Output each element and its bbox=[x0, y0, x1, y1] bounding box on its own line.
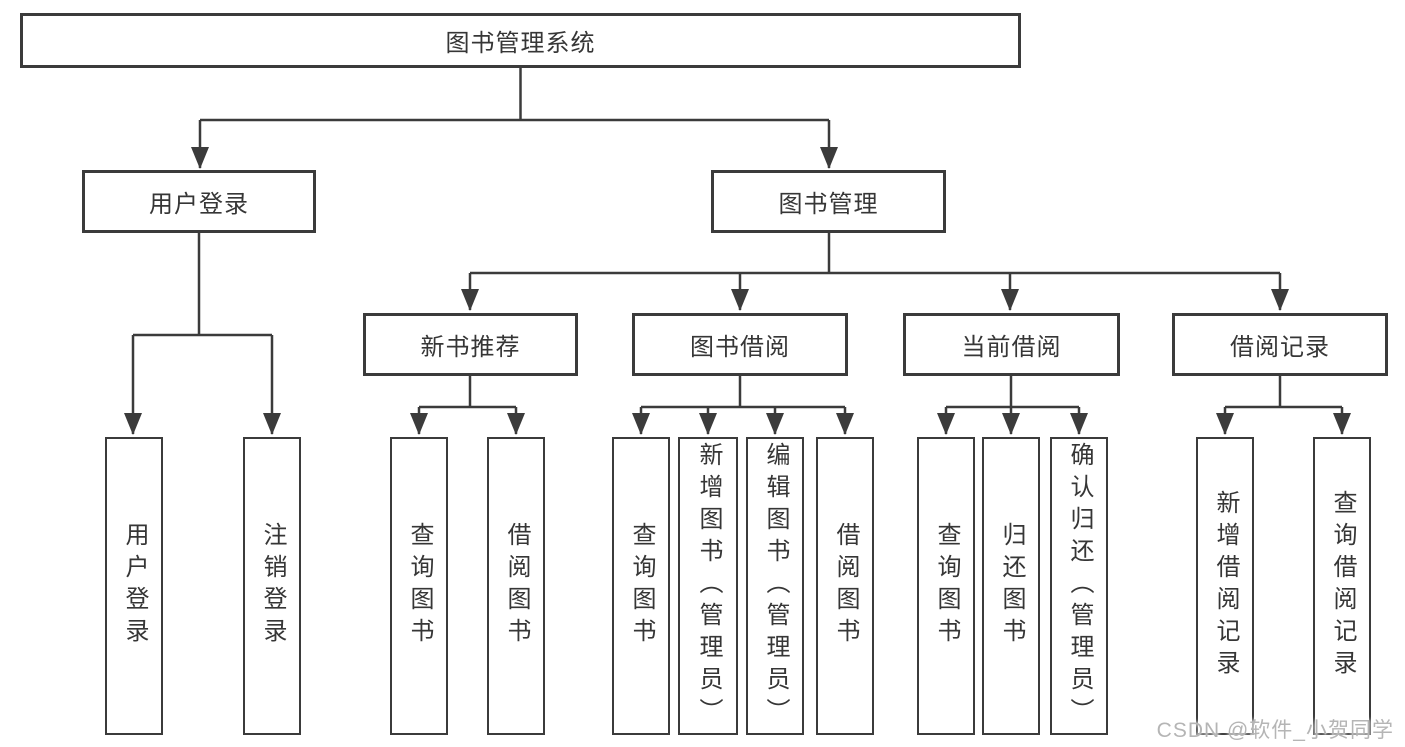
leaf-confirm-return-admin: 确认归还（管理员） bbox=[1050, 437, 1108, 735]
leaf-query-books-current: 查询图书 bbox=[917, 437, 975, 735]
node-book-management: 图书管理 bbox=[711, 170, 946, 233]
node-root: 图书管理系统 bbox=[20, 13, 1021, 68]
leaf-query-books-borrow: 查询图书 bbox=[612, 437, 670, 735]
leaf-return-book: 归还图书 bbox=[982, 437, 1040, 735]
leaf-add-borrow-record: 新增借阅记录 bbox=[1196, 437, 1254, 735]
leaf-add-book-admin: 新增图书（管理员） bbox=[678, 437, 738, 735]
leaf-edit-book-admin: 编辑图书（管理员） bbox=[746, 437, 804, 735]
node-new-book-recommend: 新书推荐 bbox=[363, 313, 578, 376]
leaf-user-login: 用户登录 bbox=[105, 437, 163, 735]
leaf-borrow-books-recommend: 借阅图书 bbox=[487, 437, 545, 735]
node-user-login: 用户登录 bbox=[82, 170, 316, 233]
node-book-borrow: 图书借阅 bbox=[632, 313, 848, 376]
leaf-query-borrow-record: 查询借阅记录 bbox=[1313, 437, 1371, 735]
leaf-borrow-books: 借阅图书 bbox=[816, 437, 874, 735]
node-borrow-records: 借阅记录 bbox=[1172, 313, 1388, 376]
leaf-query-books-recommend: 查询图书 bbox=[390, 437, 448, 735]
csdn-watermark: CSDN @软件_小贺同学 bbox=[1156, 719, 1394, 742]
leaf-logout-login: 注销登录 bbox=[243, 437, 301, 735]
node-current-borrow: 当前借阅 bbox=[903, 313, 1120, 376]
